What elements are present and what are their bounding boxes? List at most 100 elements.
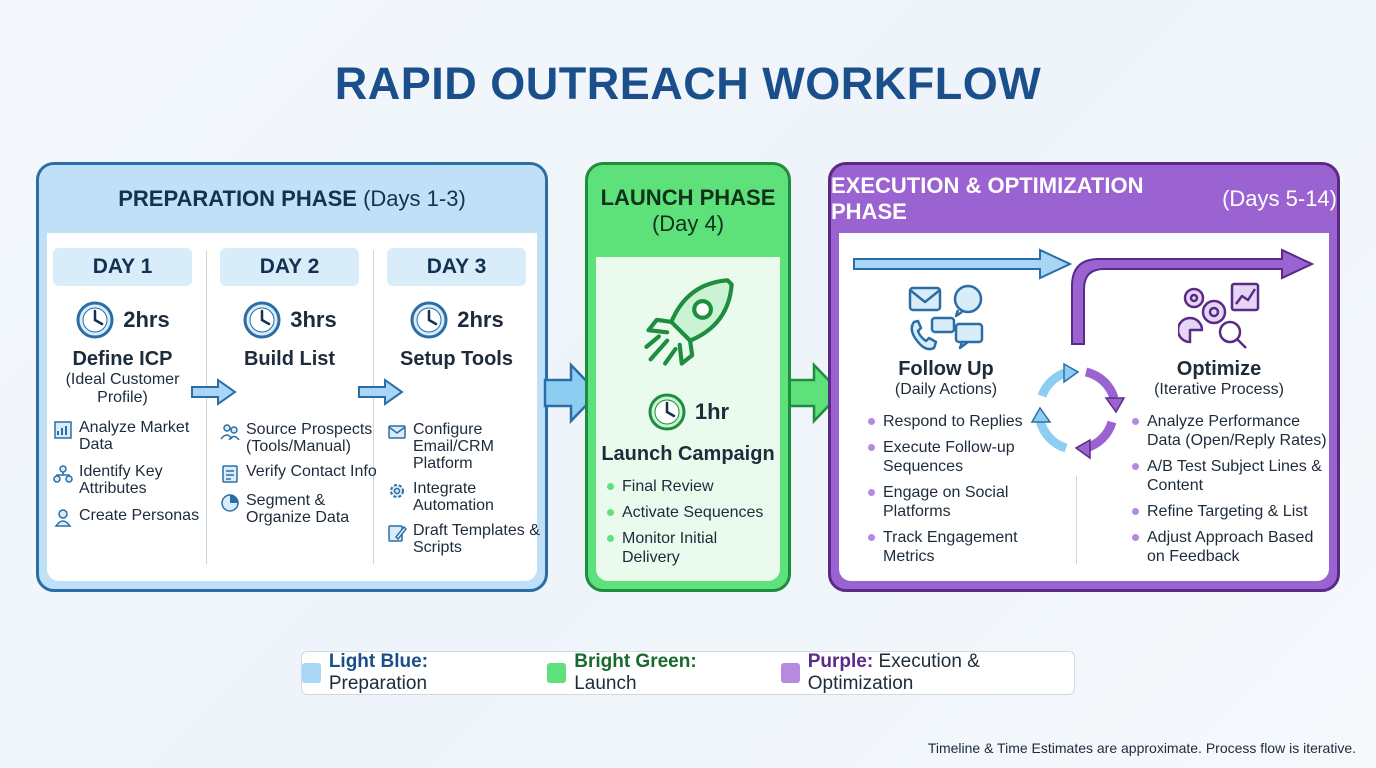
clock-icon <box>242 300 282 340</box>
list-item: Final Review <box>607 477 777 496</box>
execution-header-days: (Days 5-14) <box>1215 186 1337 211</box>
pie-icon <box>221 494 239 512</box>
list-item-label: Engage on Social Platforms <box>883 484 1009 520</box>
page-title: RAPID OUTREACH WORKFLOW <box>334 58 1042 109</box>
checklist-icon <box>222 465 238 483</box>
list-item: Respond to Replies <box>868 412 1038 431</box>
list-item: Engage on Social Platforms <box>868 483 1038 521</box>
execution-header-bold: EXECUTION & OPTIMIZATION PHASE <box>831 173 1144 224</box>
legend-swatch <box>302 663 321 683</box>
list-item-label: Adjust Approach Based on Feedback <box>1147 529 1314 565</box>
task-label: Draft Templates & Scripts <box>413 522 540 556</box>
launch-header-bold: LAUNCH PHASE <box>600 185 776 210</box>
task-item: Analyze Market Data <box>53 419 213 453</box>
legend-color-name: Bright Green: <box>574 651 697 672</box>
day-2-title: Build List <box>243 348 336 370</box>
task-item: Identify Key Attributes <box>53 463 213 497</box>
task-item: Segment & Organize Data <box>220 492 380 526</box>
day-1-time: 2hrs <box>123 307 170 332</box>
day-1-label: DAY 1 <box>53 248 192 286</box>
list-item: A/B Test Subject Lines & Content <box>1132 457 1332 495</box>
bullet-icon <box>1132 508 1139 515</box>
day-2-time: 3hrs <box>290 307 337 332</box>
legend-color-name: Light Blue: <box>328 651 429 672</box>
preparation-header-days: (Days 1-3) <box>356 186 466 211</box>
footer-note: Timeline & Time Estimates are approximat… <box>927 740 1356 756</box>
bullet-icon <box>868 489 875 496</box>
arrow-right-icon <box>1071 248 1315 345</box>
list-item: Track Engagement Metrics <box>868 528 1038 566</box>
follow-up-title: Follow Up <box>898 358 994 380</box>
people-icon <box>220 424 240 441</box>
legend-label: Launch <box>574 673 637 694</box>
preparation-phase-header: PREPARATION PHASE (Days 1-3) <box>39 165 545 233</box>
bullet-icon <box>1132 534 1139 541</box>
task-item: Verify Contact Info <box>220 463 380 484</box>
list-item-label: Refine Targeting & List <box>1147 503 1308 520</box>
list-item-label: Execute Follow-up Sequences <box>883 439 1015 475</box>
legend-swatch <box>780 663 800 683</box>
bullet-icon <box>1132 463 1139 470</box>
envelope-icon <box>388 425 406 439</box>
edit-icon <box>388 525 407 542</box>
analytics-icons <box>1178 282 1260 349</box>
optimize-subtitle: (Iterative Process) <box>1154 381 1284 398</box>
chart-icon <box>54 421 72 439</box>
bullet-icon <box>868 418 875 425</box>
day-1-column: DAY 1 2hrs Define ICP (Ideal Customer Pr… <box>53 248 213 538</box>
list-item: Execute Follow-up Sequences <box>868 438 1038 476</box>
day-2-label: DAY 2 <box>220 248 359 286</box>
day-divider <box>373 250 374 564</box>
launch-time: 1hr <box>694 399 730 424</box>
execution-phase-header: EXECUTION & OPTIMIZATION PHASE (Days 5-1… <box>831 165 1337 233</box>
bullet-icon <box>868 534 875 541</box>
list-item: Activate Sequences <box>607 503 777 522</box>
list-item-label: Analyze Performance Data (Open/Reply Rat… <box>1147 413 1327 449</box>
column-divider <box>1076 476 1077 564</box>
arrow-right-icon <box>786 362 843 424</box>
network-icon <box>53 465 73 483</box>
bullet-icon <box>1132 418 1139 425</box>
optimize-items: Analyze Performance Data (Open/Reply Rat… <box>1132 412 1332 573</box>
legend: Light Blue: Preparation Bright Green: Lau… <box>301 651 1075 695</box>
legend-color-name: Purple: <box>807 651 874 672</box>
preparation-header-bold: PREPARATION PHASE <box>118 186 357 211</box>
arrow-right-icon <box>543 362 600 424</box>
optimize-title: Optimize <box>1176 358 1262 380</box>
task-label: Create Personas <box>79 507 200 524</box>
cycle-arrows-icon <box>1030 362 1126 460</box>
bullet-icon <box>607 483 614 490</box>
day-1-title: Define ICP <box>72 348 173 370</box>
gear-icon <box>390 484 404 498</box>
bullet-icon <box>868 444 875 451</box>
rocket-icon <box>644 278 734 366</box>
task-label: Source Prospects (Tools/Manual) <box>246 421 373 455</box>
list-item: Monitor Initial Delivery <box>607 529 777 567</box>
list-item: Adjust Approach Based on Feedback <box>1132 528 1332 566</box>
bullet-icon <box>607 509 614 516</box>
day-2-column: DAY 2 3hrs Build List Source Prospects (… <box>220 248 380 534</box>
list-item-label: Monitor Initial Delivery <box>622 530 718 566</box>
legend-item: Purple: Execution & Optimization <box>780 651 1074 695</box>
task-label: Segment & Organize Data <box>246 492 350 526</box>
legend-item: Light Blue: Preparation <box>302 651 519 695</box>
list-item-label: Track Engagement Metrics <box>883 529 1018 565</box>
person-icon <box>54 509 72 527</box>
arrow-right-icon <box>358 378 404 406</box>
launch-phase-header: LAUNCH PHASE (Day 4) <box>588 165 788 257</box>
task-label: Identify Key Attributes <box>79 463 163 497</box>
list-item: Analyze Performance Data (Open/Reply Rat… <box>1132 412 1332 450</box>
list-item: Refine Targeting & List <box>1132 502 1332 521</box>
day-3-column: DAY 3 2hrs Setup Tools Configure Email/C… <box>387 248 547 564</box>
list-item-label: Respond to Replies <box>883 413 1023 430</box>
day-3-label: DAY 3 <box>387 248 526 286</box>
arrow-right-icon <box>191 378 237 406</box>
day-1-subtitle: (Ideal Customer Profile) <box>65 371 180 406</box>
clock-icon <box>409 300 449 340</box>
legend-label: Execution & Optimization <box>807 651 980 694</box>
legend-swatch <box>547 663 567 683</box>
clock-icon <box>647 392 687 432</box>
list-item-label: Activate Sequences <box>622 504 764 521</box>
bullet-icon <box>607 535 614 542</box>
